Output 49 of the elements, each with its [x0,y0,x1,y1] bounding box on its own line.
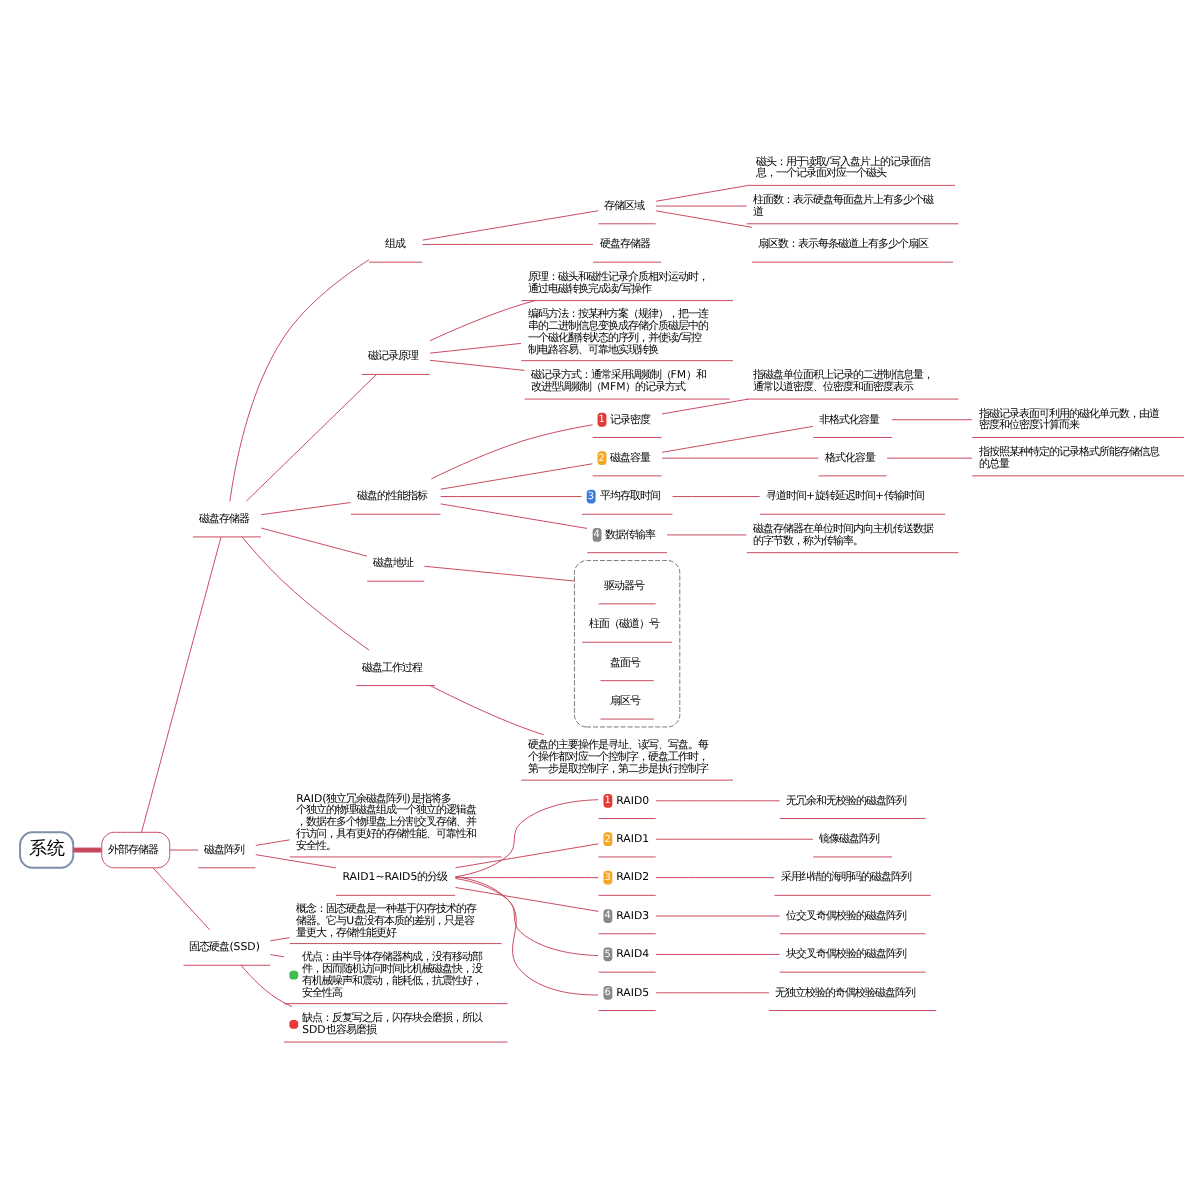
connector [655,914,781,916]
connector [255,838,291,845]
connector [886,456,973,458]
connector [455,842,599,868]
connector [152,866,211,930]
connector [454,876,599,955]
connector [241,535,370,650]
connector [73,846,102,852]
connector [655,991,770,993]
connector [455,876,599,878]
connector [655,204,748,206]
connector [169,848,199,850]
connector [240,964,293,1006]
connector [245,373,377,501]
connector [440,502,588,528]
connector [269,936,291,941]
connector [661,456,819,458]
connector [269,953,285,957]
connector [429,341,522,353]
connector [255,853,337,868]
connector [454,798,599,877]
connector [423,564,575,581]
connector [440,462,593,489]
connector [655,209,753,227]
connector [655,952,781,954]
connector [655,183,751,201]
node-box: 系统 [19,830,75,868]
connector [655,876,775,878]
connector [655,799,781,801]
connector [454,875,599,995]
connector [260,501,352,515]
connector [229,258,370,501]
connector [455,885,599,911]
connector [672,495,761,497]
connector [430,423,594,479]
cluster [573,559,681,727]
connector [440,495,582,497]
connector [429,299,536,341]
connector [141,535,222,832]
connector [422,209,599,240]
connector [429,684,545,735]
connector [655,837,814,839]
connector [661,424,814,452]
connector [429,358,526,370]
connector [661,397,749,414]
connector [260,526,368,556]
connector [666,533,747,535]
connector [891,418,973,420]
connector [422,243,594,244]
